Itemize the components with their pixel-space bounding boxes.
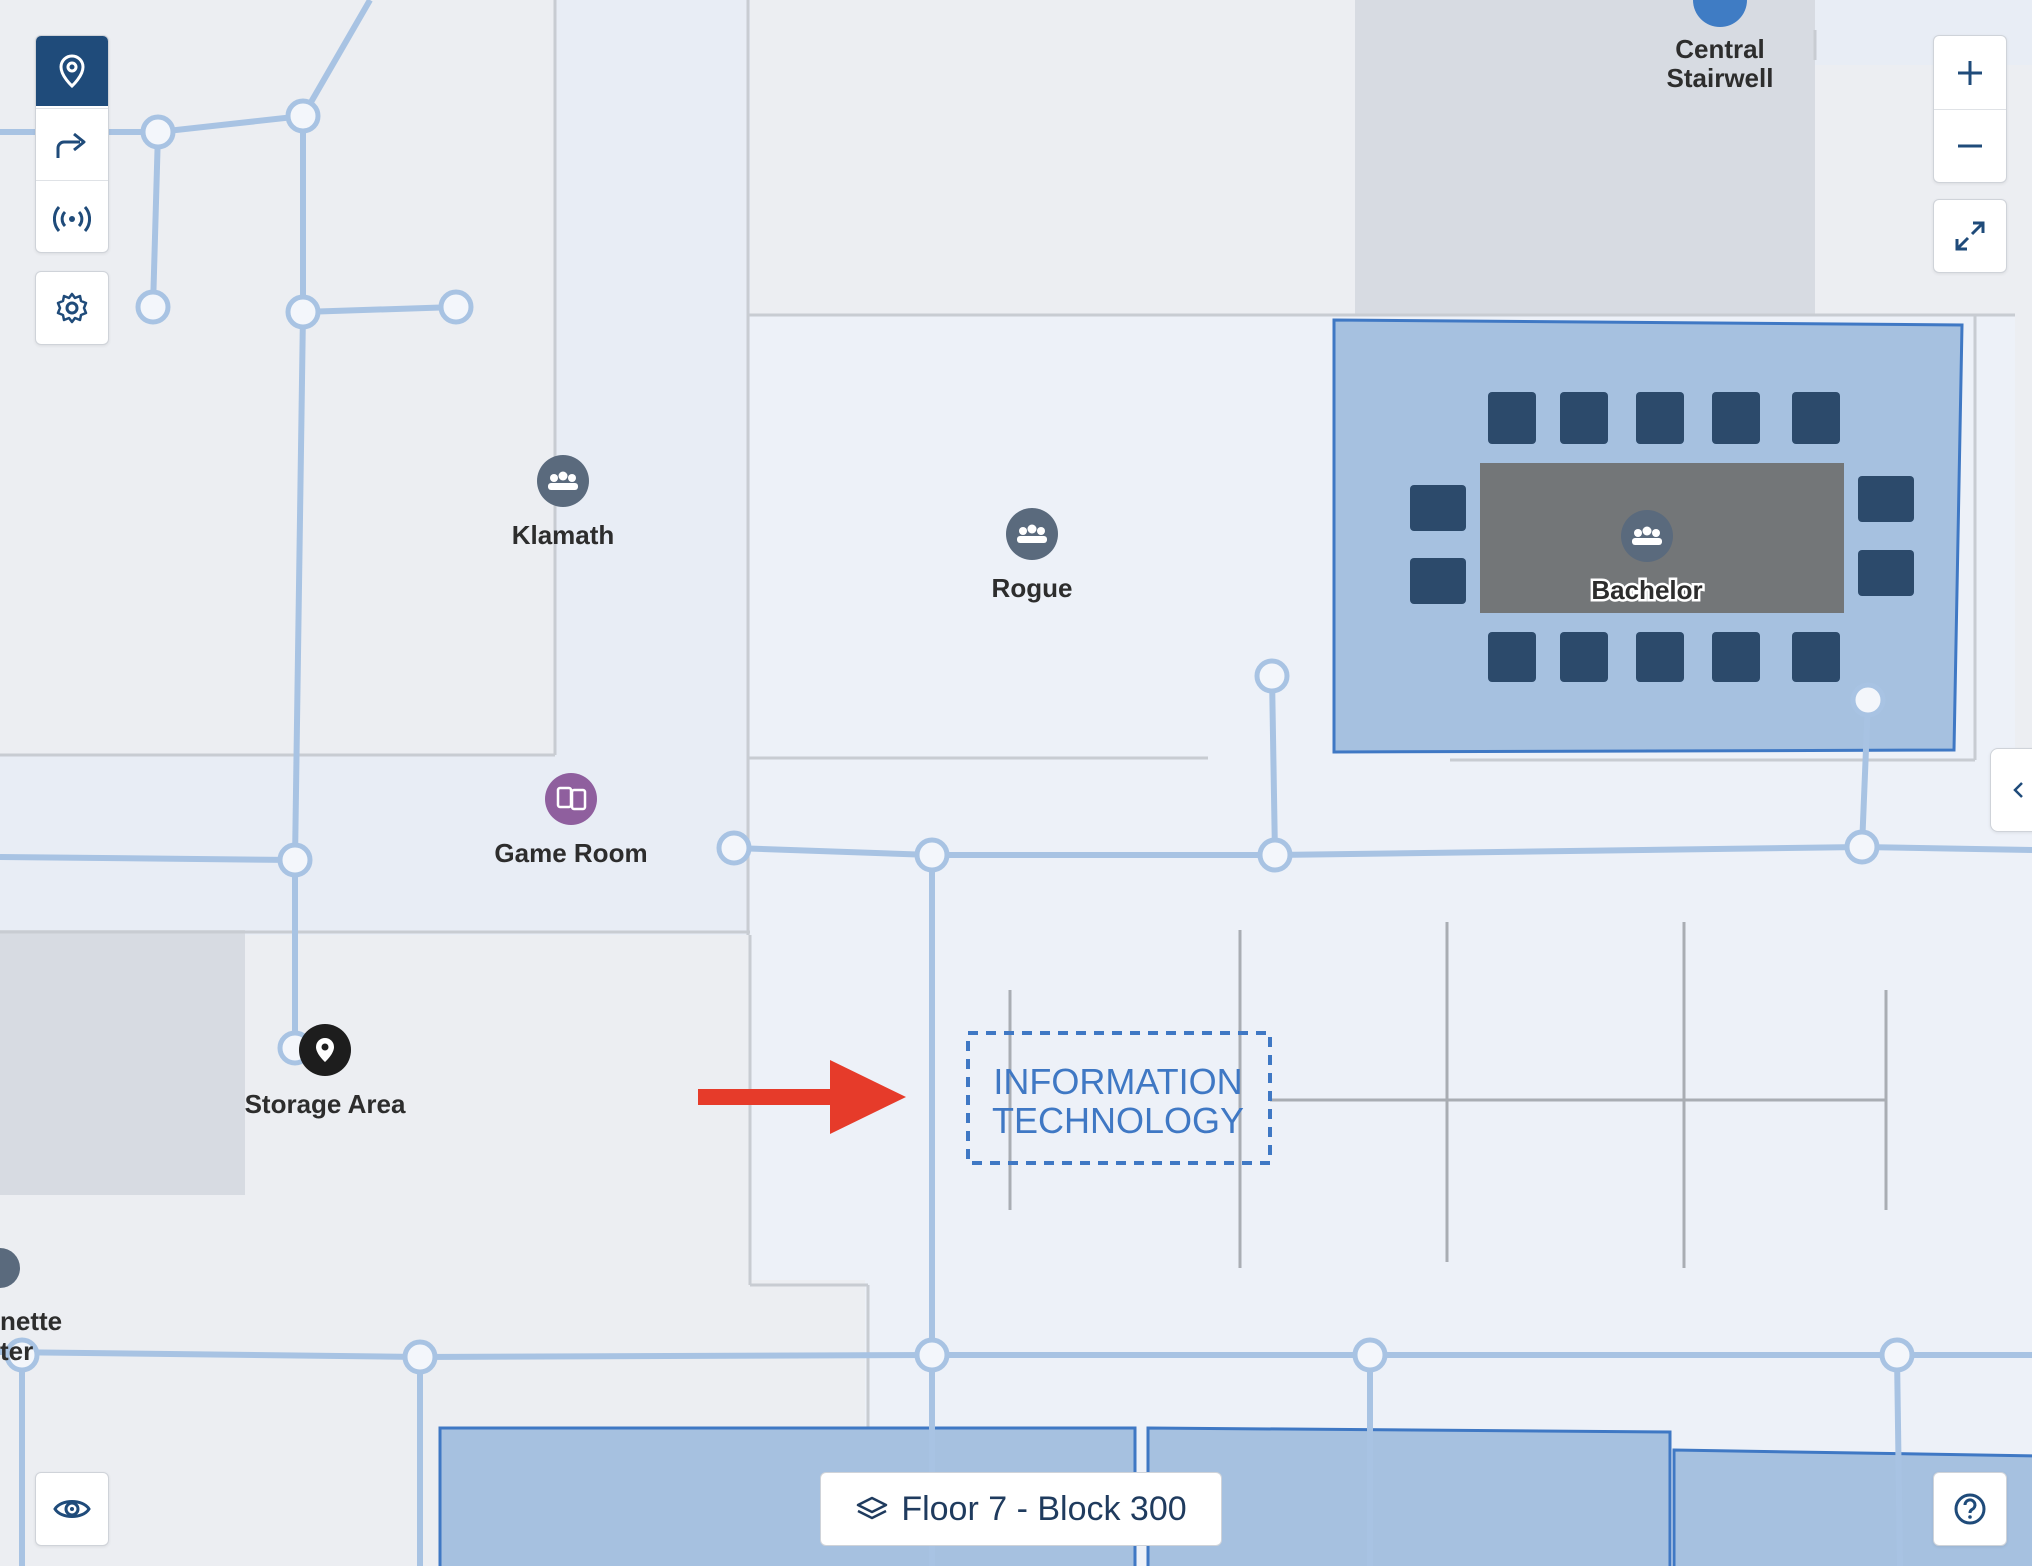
view-toggle-button[interactable] [35,1472,109,1546]
layers-icon [857,1496,888,1520]
information-technology-area[interactable]: INFORMATION TECHNOLOGY [966,1031,1272,1165]
eye-icon [53,1500,91,1518]
place-label-bachelor: Bachelor [1591,575,1702,605]
chevron-left-icon [2013,782,2023,798]
place-label-rogue: Rogue [992,573,1073,603]
help-button[interactable] [1933,1472,2007,1546]
marker-game-room[interactable]: Game Room [494,773,648,868]
plus-icon [1958,60,1982,85]
marker-central-stairwell[interactable]: Central Stairwell [1667,0,1774,93]
marker-storage-area[interactable]: Storage Area [245,1024,406,1119]
it-partitions [1008,922,1888,1455]
people-icon [548,471,578,490]
map-pin-icon [59,54,85,89]
side-panel-toggle[interactable] [1990,748,2032,832]
gray-rooms [0,0,1815,1195]
share-arrow-icon [56,132,86,158]
settings-button[interactable] [35,271,109,345]
it-label-line-2: TECHNOLOGY [992,1100,1244,1141]
signal-icon [53,205,91,232]
minus-icon [1958,144,1982,148]
place-label-kitchenette-1: nette [0,1306,62,1336]
question-circle-icon [1954,1493,1986,1525]
floor-selector[interactable]: Floor 7 - Block 300 [820,1472,1222,1546]
gear-icon [56,292,88,324]
place-label-central-stairwell-2: Stairwell [1667,63,1774,93]
people-icon [1017,524,1047,543]
marker-rogue[interactable]: Rogue [992,508,1073,603]
directions-tool-button[interactable] [36,108,108,180]
location-tool-button[interactable] [36,36,108,106]
zoom-out-button[interactable] [1934,109,2006,182]
place-label-kitchenette-2: ter [0,1336,33,1366]
signal-tool-button[interactable] [36,180,108,252]
zoom-in-button[interactable] [1934,36,2006,109]
place-label-klamath: Klamath [512,520,615,550]
chairs [1410,392,1914,682]
marker-bachelor[interactable]: Bachelor [1589,510,1705,608]
place-label-game-room: Game Room [494,838,647,868]
place-label-central-stairwell-1: Central [1675,34,1765,64]
marker-kitchenette[interactable]: nette ter [0,1248,62,1366]
it-label-line-1: INFORMATION [993,1061,1242,1102]
map-pin-icon [316,1038,334,1062]
people-icon [1632,526,1662,545]
fullscreen-button[interactable] [1933,199,2007,273]
floor-selector-label: Floor 7 - Block 300 [901,1489,1187,1528]
expand-icon [1955,221,1985,251]
place-label-storage-area: Storage Area [245,1089,406,1119]
pointer-arrow [698,1060,906,1134]
map-tools [35,35,109,253]
cards-icon [556,786,587,811]
marker-klamath[interactable]: Klamath [512,455,615,550]
zoom-controls [1933,35,2007,183]
